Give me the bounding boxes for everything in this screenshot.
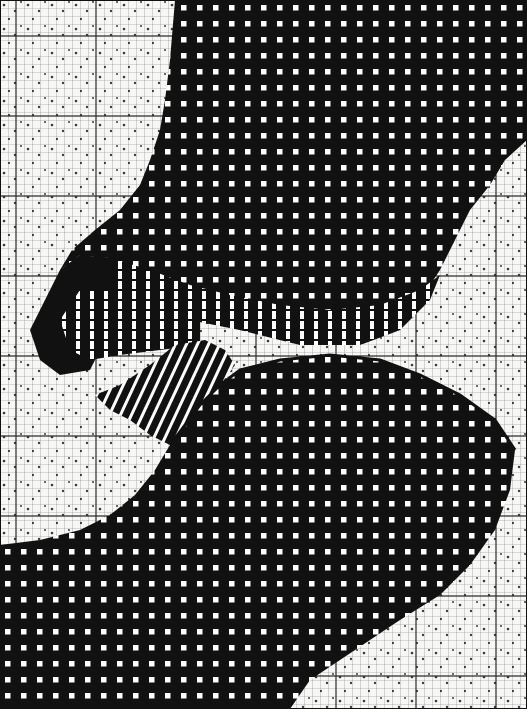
knitting-chart [0, 0, 527, 709]
chart-canvas [0, 0, 527, 709]
